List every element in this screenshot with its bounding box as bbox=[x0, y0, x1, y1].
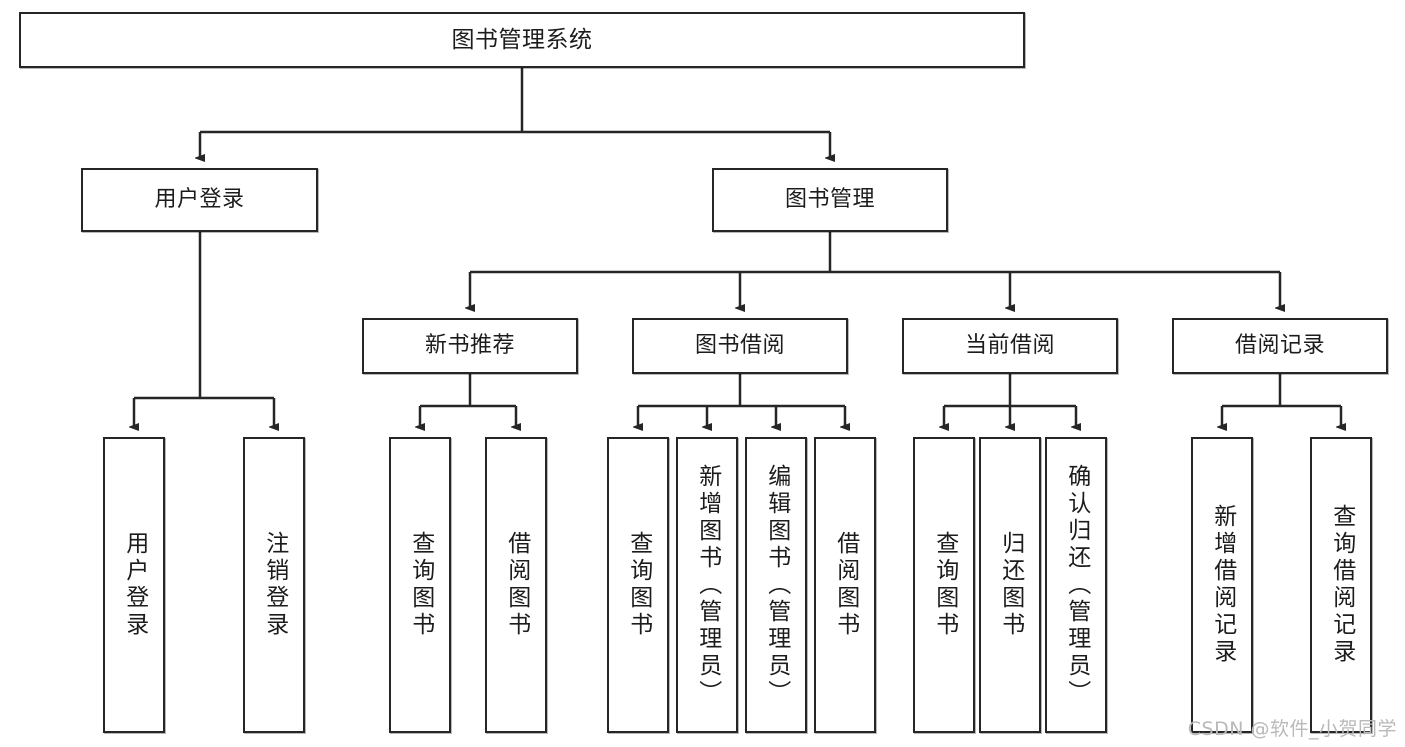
node-label: 图书管理 bbox=[784, 187, 875, 213]
node-label: 当前借阅 bbox=[964, 333, 1055, 359]
node-leaf-borrow-book-recommend[interactable]: 借阅图书 bbox=[485, 437, 547, 733]
node-label: 查询图书 bbox=[931, 531, 958, 639]
node-label: 用户登录 bbox=[121, 531, 148, 639]
node-leaf-query-book-borrow[interactable]: 查询图书 bbox=[607, 437, 669, 733]
node-leaf-query-book-current[interactable]: 查询图书 bbox=[913, 437, 975, 733]
node-leaf-edit-book-admin[interactable]: 编辑图书（管理员） bbox=[745, 437, 807, 733]
node-label: 新书推荐 bbox=[424, 333, 515, 359]
node-label: 确认归还（管理员） bbox=[1063, 463, 1090, 707]
watermark-text: CSDN @软件_小贺同学 bbox=[1187, 718, 1397, 740]
node-leaf-add-book-admin[interactable]: 新增图书（管理员） bbox=[676, 437, 738, 733]
node-leaf-query-book-recommend[interactable]: 查询图书 bbox=[389, 437, 451, 733]
node-current-borrow[interactable]: 当前借阅 bbox=[902, 318, 1118, 374]
node-leaf-query-borrow-record[interactable]: 查询借阅记录 bbox=[1310, 437, 1372, 733]
node-label: 查询借阅记录 bbox=[1328, 504, 1355, 666]
node-label: 借阅记录 bbox=[1234, 333, 1325, 359]
node-label: 借阅图书 bbox=[832, 531, 859, 639]
node-root-book-management-system[interactable]: 图书管理系统 bbox=[19, 12, 1025, 68]
node-leaf-logout[interactable]: 注销登录 bbox=[243, 437, 305, 733]
node-label: 新增图书（管理员） bbox=[694, 463, 721, 707]
node-label: 图书管理系统 bbox=[451, 26, 593, 53]
node-borrow-record[interactable]: 借阅记录 bbox=[1172, 318, 1388, 374]
node-user-login[interactable]: 用户登录 bbox=[81, 168, 318, 232]
node-label: 图书借阅 bbox=[694, 333, 785, 359]
node-new-book-recommend[interactable]: 新书推荐 bbox=[362, 318, 578, 374]
node-leaf-add-borrow-record[interactable]: 新增借阅记录 bbox=[1191, 437, 1253, 733]
node-label: 用户登录 bbox=[154, 187, 245, 213]
node-label: 注销登录 bbox=[261, 531, 288, 639]
node-label: 新增借阅记录 bbox=[1209, 504, 1236, 666]
node-label: 借阅图书 bbox=[503, 531, 530, 639]
node-book-management[interactable]: 图书管理 bbox=[712, 168, 948, 232]
node-leaf-return-book[interactable]: 归还图书 bbox=[979, 437, 1041, 733]
node-leaf-user-login[interactable]: 用户登录 bbox=[103, 437, 165, 733]
node-book-borrow[interactable]: 图书借阅 bbox=[632, 318, 848, 374]
node-label: 编辑图书（管理员） bbox=[763, 463, 790, 707]
node-leaf-confirm-return-admin[interactable]: 确认归还（管理员） bbox=[1045, 437, 1107, 733]
node-label: 查询图书 bbox=[407, 531, 434, 639]
node-label: 归还图书 bbox=[997, 531, 1024, 639]
node-leaf-borrow-book[interactable]: 借阅图书 bbox=[814, 437, 876, 733]
node-label: 查询图书 bbox=[625, 531, 652, 639]
